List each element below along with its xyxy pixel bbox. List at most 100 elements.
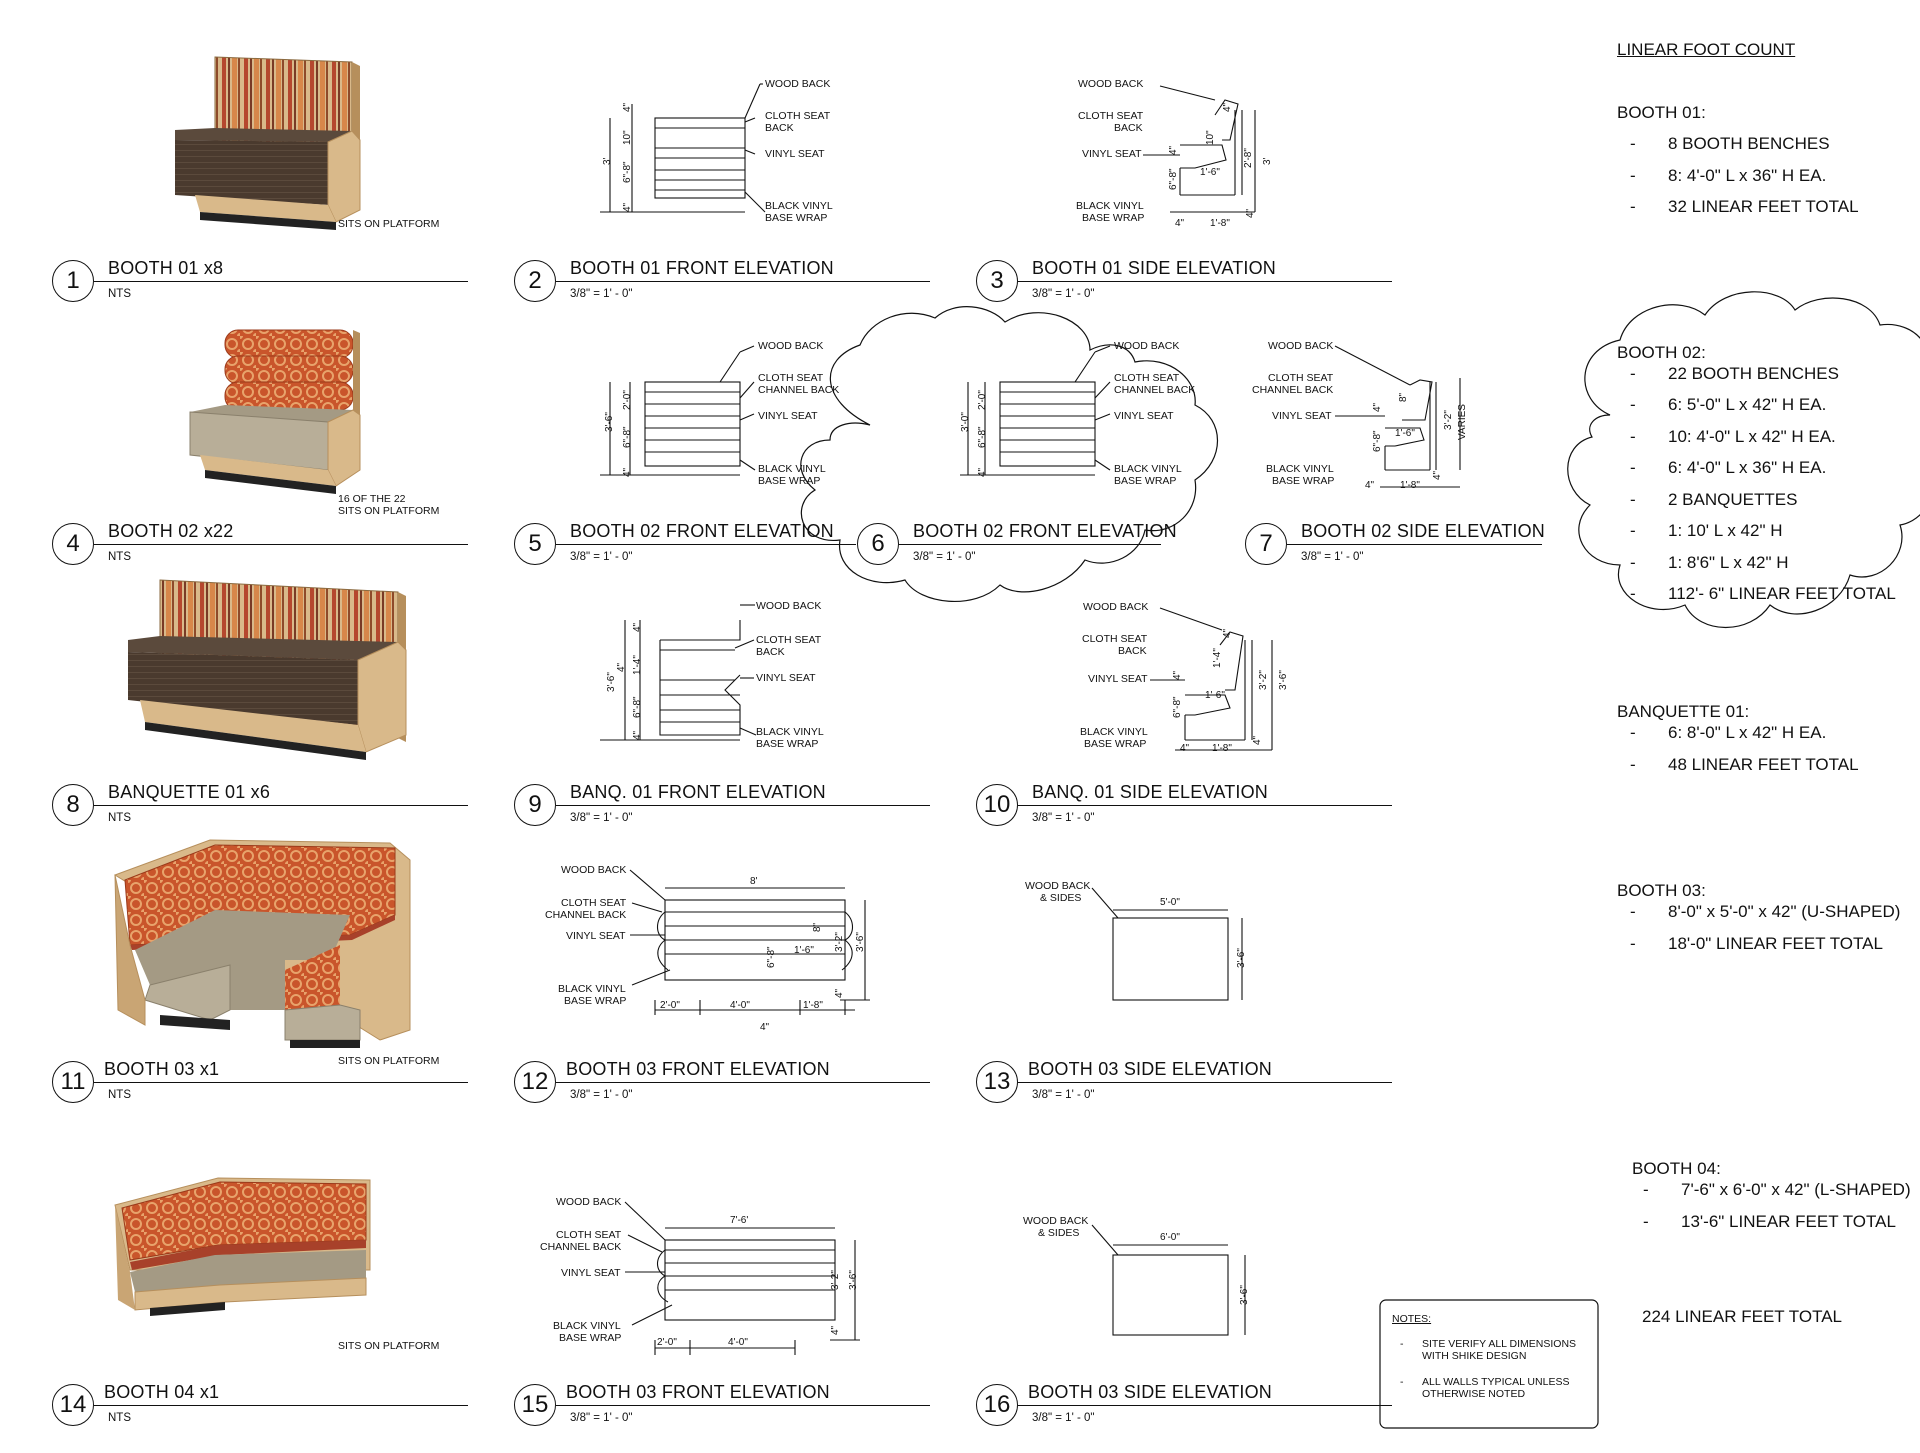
callout-cloth-seat: CLOTH SEAT bbox=[765, 110, 831, 122]
callout-base-wrap: BASE WRAP bbox=[765, 212, 828, 224]
title-underline bbox=[94, 805, 468, 806]
detail-scale: 3/8" = 1' - 0" bbox=[570, 288, 633, 300]
dim-1-6: 1'-6" bbox=[1200, 167, 1220, 178]
title-underline bbox=[1018, 1082, 1392, 1083]
dim-3-2: 3'-2" bbox=[834, 932, 845, 952]
list-dash: - bbox=[1630, 934, 1636, 953]
callout-cloth-seat: CLOTH SEAT bbox=[1078, 110, 1144, 122]
dim-6-8: 6"-8" bbox=[622, 161, 633, 183]
callout-wood-back: WOOD BACK bbox=[1083, 601, 1149, 613]
dim-4in: 4" bbox=[1372, 402, 1383, 412]
dim-6-8: 6"-8" bbox=[1168, 168, 1179, 190]
dim-2-0: 2'-0" bbox=[657, 1337, 677, 1348]
callout-wood-back: WOOD BACK bbox=[1078, 78, 1144, 90]
detail-scale: NTS bbox=[108, 812, 131, 824]
booth01-render bbox=[175, 56, 361, 230]
dim-4in: 4" bbox=[1168, 145, 1179, 155]
booth02-count-item: 6: 4'-0" L x 36" H EA. bbox=[1668, 458, 1827, 477]
dim-4in: 4" bbox=[622, 467, 633, 477]
callout-cloth-seat: CLOTH SEAT bbox=[758, 372, 824, 384]
callout-channel-back: CHANNEL BACK bbox=[545, 909, 627, 921]
callout-wood-back: WOOD BACK bbox=[1268, 340, 1334, 352]
title-underline bbox=[94, 1082, 468, 1083]
callout-cloth-seat: CLOTH SEAT bbox=[1082, 633, 1148, 645]
dim-1-8: 1'-8" bbox=[803, 1000, 823, 1011]
booth02-count-item: 112'- 6" LINEAR FEET TOTAL bbox=[1668, 584, 1896, 603]
dim-1-4: 1'-4" bbox=[1212, 648, 1223, 668]
title-underline bbox=[556, 281, 930, 282]
dim-3-2: 3'-2" bbox=[1258, 670, 1269, 690]
dim-4in: 4" bbox=[1252, 735, 1263, 745]
dim-3-6: 3'-6" bbox=[855, 932, 866, 952]
callout-cloth-seat: CLOTH SEAT bbox=[1114, 372, 1180, 384]
title-underline bbox=[1018, 281, 1392, 282]
dim-10in: 10" bbox=[622, 130, 633, 145]
dim-1-6: 1'-6" bbox=[1395, 428, 1415, 439]
title-underline bbox=[556, 1082, 930, 1083]
dim-2-8: 2'-8" bbox=[1243, 148, 1254, 168]
detail-scale: NTS bbox=[108, 551, 131, 563]
list-dash: - bbox=[1630, 197, 1636, 216]
platform-note: SITS ON PLATFORM bbox=[338, 1340, 440, 1352]
list-dash: - bbox=[1630, 553, 1636, 572]
dim-1-8: 1'-8" bbox=[1212, 743, 1232, 754]
banquette01-count-item: 6: 8'-0" L x 42" H EA. bbox=[1668, 723, 1827, 742]
callout-wood-back: WOOD BACK bbox=[556, 1196, 622, 1208]
callout-cloth-seat: CLOTH SEAT bbox=[561, 897, 627, 909]
callout-black-vinyl: BLACK VINYL bbox=[553, 1320, 621, 1332]
detail-number: 5 bbox=[514, 523, 556, 565]
dim-3-6: 3'-6" bbox=[604, 412, 615, 432]
notes-dash: - bbox=[1400, 1338, 1404, 1350]
line-work bbox=[600, 83, 1920, 1429]
callout-vinyl-seat: VINYL SEAT bbox=[561, 1267, 621, 1279]
list-dash: - bbox=[1630, 723, 1636, 742]
list-dash: - bbox=[1630, 395, 1636, 414]
detail-number: 13 bbox=[976, 1061, 1018, 1103]
detail-title: BOOTH 02 FRONT ELEVATION bbox=[570, 521, 834, 541]
list-dash: - bbox=[1630, 166, 1636, 185]
dim-8ft: 8' bbox=[750, 876, 758, 887]
callout-base-wrap: BASE WRAP bbox=[564, 995, 627, 1007]
callout-base-wrap: BASE WRAP bbox=[1084, 738, 1147, 750]
booth03-count-item: 8'-0" x 5'-0" x 42" (U-SHAPED) bbox=[1668, 902, 1901, 921]
dim-4in: 4" bbox=[1172, 670, 1183, 680]
dim-8in: 8" bbox=[1398, 392, 1409, 402]
booth02-count-item: 2 BANQUETTES bbox=[1668, 490, 1798, 509]
callout-vinyl-seat: VINYL SEAT bbox=[566, 930, 626, 942]
dim-8in: 8" bbox=[812, 922, 823, 932]
dim-3ft: 3' bbox=[1262, 157, 1273, 165]
dim-4in: 4" bbox=[760, 1022, 770, 1033]
dim-2-0: 2'-0" bbox=[977, 390, 988, 410]
callout-base-wrap: BASE WRAP bbox=[559, 1332, 622, 1344]
callout-black-vinyl: BLACK VINYL bbox=[765, 200, 833, 212]
dim-4-0: 4'-0" bbox=[730, 1000, 750, 1011]
dim-4in: 4" bbox=[834, 988, 845, 998]
callout-black-vinyl: BLACK VINYL bbox=[1080, 726, 1148, 738]
platform-note: SITS ON PLATFORM bbox=[338, 1055, 440, 1067]
callout-base-wrap: BASE WRAP bbox=[758, 475, 821, 487]
callout-wood-back: WOOD BACK bbox=[765, 78, 831, 90]
callout-cloth-seat: CLOTH SEAT bbox=[556, 1229, 622, 1241]
dim-6-8: 6"-8" bbox=[622, 426, 633, 448]
dim-1-4: 1'-4" bbox=[632, 655, 643, 675]
grand-total: 224 LINEAR FEET TOTAL bbox=[1642, 1307, 1842, 1326]
notes-item-line1: ALL WALLS TYPICAL UNLESS bbox=[1422, 1376, 1570, 1388]
callout-vinyl-seat: VINYL SEAT bbox=[756, 672, 816, 684]
dim-3-6: 3'-6" bbox=[1239, 1285, 1250, 1305]
dim-1-6: 1'-6" bbox=[794, 945, 814, 956]
title-underline bbox=[1018, 805, 1392, 806]
list-dash: - bbox=[1630, 364, 1636, 383]
detail-scale: 3/8" = 1' - 0" bbox=[913, 551, 976, 563]
dim-3ft: 3' bbox=[602, 157, 613, 165]
detail-number: 14 bbox=[52, 1384, 94, 1426]
detail-number: 15 bbox=[514, 1384, 556, 1426]
list-dash: - bbox=[1630, 902, 1636, 921]
notes-item-line2: WITH SHIKE DESIGN bbox=[1422, 1350, 1527, 1362]
detail-scale: 3/8" = 1' - 0" bbox=[1032, 288, 1095, 300]
booth02-count-item: 1: 8'6" L x 42" H bbox=[1668, 553, 1789, 572]
detail-number: 4 bbox=[52, 523, 94, 565]
detail-title: BOOTH 02 x22 bbox=[108, 521, 234, 541]
booth01-count-title: BOOTH 01: bbox=[1617, 103, 1706, 122]
callout-back: BACK bbox=[1114, 122, 1143, 134]
